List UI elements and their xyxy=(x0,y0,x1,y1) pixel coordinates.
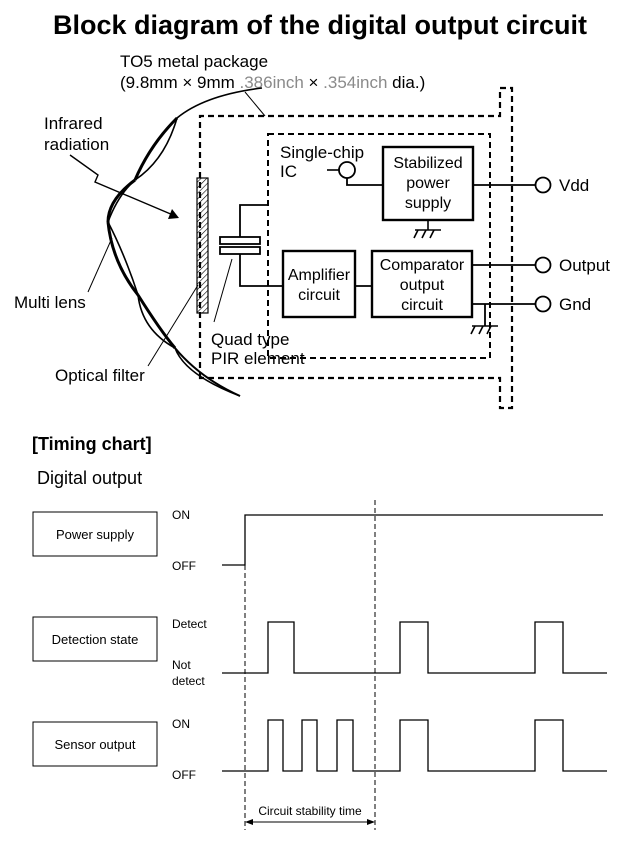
detect-label: Detect xyxy=(172,617,207,631)
metal-package-case xyxy=(198,86,514,410)
sensor-on-label: ON xyxy=(172,717,190,731)
comparator-output-block xyxy=(370,249,474,319)
stability-arrow-right xyxy=(367,819,375,825)
sensor-output-name: Sensor output xyxy=(55,737,136,752)
vdd-terminal xyxy=(534,176,552,194)
diagram-title: Block diagram of the digital output circ… xyxy=(53,10,587,40)
package-label: TO5 metal package xyxy=(120,52,268,71)
regulator-ground-icon xyxy=(413,220,441,239)
timing-chart-subheading: Digital output xyxy=(37,468,142,488)
quad-pir-element xyxy=(219,204,283,287)
infrared-label-line1: Infrared xyxy=(44,114,103,133)
comparator-circuit-label: circuit xyxy=(401,297,443,314)
single-chip-label: Single-chip xyxy=(280,143,364,162)
optical-filter-label: Optical filter xyxy=(55,366,145,385)
ic-symbol-circle xyxy=(338,161,356,179)
quad-type-label: Quad type xyxy=(211,330,289,349)
output-terminal xyxy=(534,256,552,274)
gnd-label: Gnd xyxy=(559,295,591,314)
detection-state-waveform xyxy=(222,621,607,674)
comparator-label: Comparator xyxy=(380,257,465,274)
not-detect-label-line2: detect xyxy=(172,674,205,688)
multi-lens-leader xyxy=(87,237,113,293)
vdd-label: Vdd xyxy=(559,176,589,195)
stability-arrow-left xyxy=(245,819,253,825)
pir-leader xyxy=(213,258,233,323)
gnd-terminal xyxy=(534,295,552,313)
infrared-label-line2: radiation xyxy=(44,135,109,154)
comparator-ground-icon xyxy=(470,325,498,335)
comparator-output-label: output xyxy=(400,277,445,294)
package-leader xyxy=(244,91,266,117)
ic-to-regulator-wire xyxy=(346,178,383,186)
multi-lens xyxy=(106,87,263,397)
package-dimensions: (9.8mm × 9mm .386inch × .354inch dia.) xyxy=(120,73,425,92)
power-off-label: OFF xyxy=(172,559,196,573)
sensor-off-label: OFF xyxy=(172,768,196,782)
stabilized-power-supply-block xyxy=(381,145,475,222)
output-label: Output xyxy=(559,256,610,275)
amplifier-circuit-label: circuit xyxy=(298,287,340,304)
infrared-arrowhead xyxy=(168,209,179,219)
power-on-label: ON xyxy=(172,508,190,522)
single-chip-ic-label: IC xyxy=(280,162,297,181)
stability-label-bg xyxy=(247,800,373,820)
optical-filter xyxy=(196,177,209,314)
multi-lens-label: Multi lens xyxy=(14,293,86,312)
sensor-output-box xyxy=(32,721,158,767)
pir-element-label: PIR element xyxy=(211,349,305,368)
detection-state-box xyxy=(32,616,158,662)
optical-filter-leader xyxy=(147,284,199,367)
stabilized-power-label: power xyxy=(406,175,450,192)
sensor-output-waveform xyxy=(222,719,607,772)
single-chip-ic-region xyxy=(267,133,491,359)
power-supply-waveform xyxy=(222,514,603,566)
detection-state-name: Detection state xyxy=(52,632,139,647)
stabilized-supply-label: supply xyxy=(405,195,451,212)
power-supply-name: Power supply xyxy=(56,527,135,542)
infrared-arrow xyxy=(69,154,174,216)
power-supply-box xyxy=(32,511,158,557)
terminal-wires xyxy=(472,184,535,326)
circuit-stability-label: Circuit stability time xyxy=(258,804,362,818)
timing-chart-heading: [Timing chart] xyxy=(32,434,152,454)
not-detect-label-line1: Not xyxy=(172,658,191,672)
amplifier-circuit-block xyxy=(281,249,357,319)
amplifier-label: Amplifier xyxy=(288,267,351,284)
stabilized-label: Stabilized xyxy=(393,155,462,172)
